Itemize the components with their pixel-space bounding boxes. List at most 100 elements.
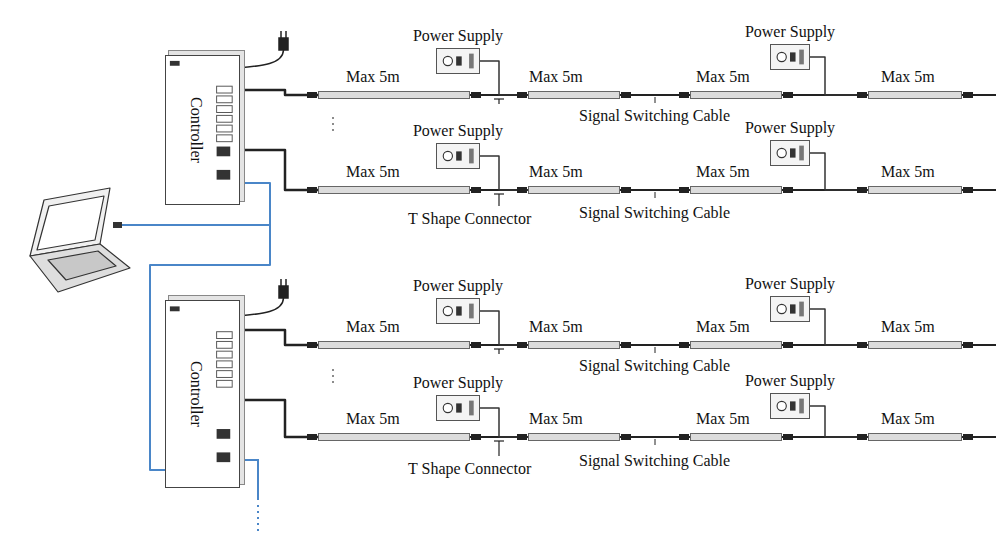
strip-length-label: Max 5m [529,163,583,181]
cable-label: Signal Switching Cable [577,357,732,375]
laptop-icon [30,188,130,292]
power-supply: Power Supply [770,393,810,419]
cable-plug [783,342,793,348]
led-strip: Max 5m [868,433,962,441]
cable-plug [471,434,481,440]
power-wire [480,408,528,437]
led-strip: Max 5m [690,341,782,349]
cable-plug [307,342,317,348]
signal-cable [240,400,318,437]
power-supply-label: Power Supply [745,23,835,41]
cable-plug [679,342,689,348]
power-wire [480,311,528,345]
cable-plug [517,187,527,193]
led-strip: Max 5m [690,186,782,194]
power-wire [480,156,528,190]
power-supply-label: Power Supply [745,275,835,293]
cable-label: Signal Switching Cable [577,204,732,222]
power-supply-label: Power Supply [413,374,503,392]
power-supply-icon [437,396,479,420]
power-wire [810,153,868,190]
controller-label: Controller [187,361,205,427]
power-supply-label: Power Supply [745,372,835,390]
power-wire [810,309,868,345]
cable-plug [679,434,689,440]
cable-plug [307,187,317,193]
cable-plug [307,434,317,440]
led-strip: Max 5m [690,433,782,441]
strip-length-label: Max 5m [696,163,750,181]
led-strip: Max 5m [868,91,962,99]
power-supply-icon [771,297,809,321]
power-wire [480,61,528,95]
cable-plug [621,187,631,193]
power-supply: Power Supply [436,143,480,169]
cable-plug [963,187,973,193]
strip-length-label: Max 5m [529,68,583,86]
strip-length-label: Max 5m [881,410,935,428]
led-strip: Max 5m [868,186,962,194]
power-wire [810,406,868,437]
power-supply-icon [771,45,809,69]
strip-length-label: Max 5m [881,68,935,86]
cable-plug [471,187,481,193]
strip-length-label: Max 5m [529,318,583,336]
cable-plug [857,434,867,440]
strip-length-label: Max 5m [696,318,750,336]
power-supply-icon [771,394,809,418]
cable-plug [471,342,481,348]
power-supply-icon [437,144,479,168]
mains-plug [238,31,288,316]
cable-plug [621,342,631,348]
cable-plug [517,342,527,348]
led-strip: Max 5m [528,433,620,441]
continuation-dots [257,505,259,532]
strip-length-label: Max 5m [346,68,400,86]
cable-plug [963,342,973,348]
cable-plug [679,92,689,98]
led-strip: Max 5m [528,186,620,194]
signal-cable [240,90,318,95]
cable-plug [783,434,793,440]
power-supply: Power Supply [770,296,810,322]
led-strip: Max 5m [690,91,782,99]
cable-plug [783,187,793,193]
cable-plug [621,92,631,98]
laptop-cable [122,224,270,226]
cable-label: T Shape Connector [406,210,533,228]
controller-box: Controller [165,55,240,205]
cable-plug [857,92,867,98]
cable-plug [679,187,689,193]
power-supply-icon [771,141,809,165]
cable-plug [857,342,867,348]
cable-label: Signal Switching Cable [577,107,732,125]
cable-label: T Shape Connector [406,460,533,478]
power-supply-icon [437,299,479,323]
power-supply-label: Power Supply [745,119,835,137]
cable-plug [517,434,527,440]
cable-plug [621,434,631,440]
controller-box: Controller [165,300,240,488]
strip-length-label: Max 5m [696,68,750,86]
cable-plug [307,92,317,98]
power-supply-label: Power Supply [413,27,503,45]
strip-length-label: Max 5m [881,163,935,181]
power-supply-label: Power Supply [413,277,503,295]
cable-plug [471,92,481,98]
power-supply: Power Supply [770,44,810,70]
cable-plug [963,92,973,98]
cable-plug [857,187,867,193]
cable-label: Signal Switching Cable [577,452,732,470]
cable-mark [655,97,656,445]
cable-plug [963,434,973,440]
strip-continuation [962,95,996,437]
strip-length-label: Max 5m [346,318,400,336]
strip-length-label: Max 5m [881,318,935,336]
controller-label: Controller [187,97,205,163]
link-cable [240,460,258,500]
power-wire [810,57,868,95]
power-supply: Power Supply [436,395,480,421]
led-strip: Max 5m [528,341,620,349]
power-supply-icon [437,49,479,73]
power-supply: Power Supply [436,298,480,324]
